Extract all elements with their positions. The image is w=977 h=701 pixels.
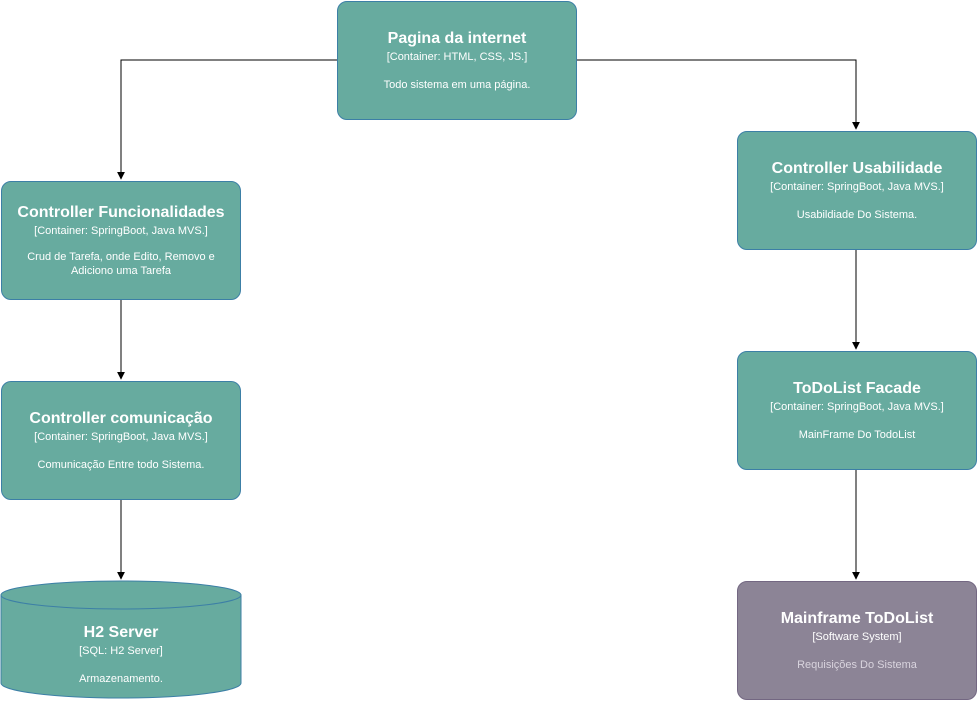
node-technology: [SQL: H2 Server] bbox=[79, 644, 163, 657]
node-pagina-da-internet[interactable]: Pagina da internet [Container: HTML, CSS… bbox=[337, 1, 577, 120]
node-description: Todo sistema em uma página. bbox=[383, 79, 531, 91]
node-h2-server-database[interactable]: H2 Server [SQL: H2 Server] Armazenamento… bbox=[0, 580, 242, 699]
node-controller-usabilidade[interactable]: Controller Usabilidade [Container: Sprin… bbox=[737, 131, 977, 250]
node-title: Controller comunicação bbox=[29, 410, 213, 427]
node-technology: [Container: HTML, CSS, JS.] bbox=[386, 51, 528, 63]
node-title: Mainframe ToDoList bbox=[780, 610, 934, 627]
node-controller-funcionalidades[interactable]: Controller Funcionalidades [Container: S… bbox=[1, 181, 241, 300]
node-description: MainFrame Do TodoList bbox=[798, 429, 916, 441]
node-title: Controller Funcionalidades bbox=[17, 204, 225, 221]
node-controller-comunicacao[interactable]: Controller comunicação [Container: Sprin… bbox=[1, 381, 241, 500]
node-title: Controller Usabilidade bbox=[771, 160, 943, 177]
node-description: Usabildiade Do Sistema. bbox=[796, 209, 918, 221]
node-technology: [Software System] bbox=[812, 631, 902, 643]
node-title: Pagina da internet bbox=[387, 30, 527, 47]
node-description: Armazenamento. bbox=[79, 672, 163, 685]
edge-pagina-to-func bbox=[117, 59, 337, 180]
node-technology: [Container: SpringBoot, Java MVS.] bbox=[34, 225, 208, 237]
node-title: ToDoList Facade bbox=[793, 380, 921, 397]
edge-pagina-to-usab bbox=[577, 59, 860, 130]
node-description: Comunicação Entre todo Sistema. bbox=[37, 459, 205, 471]
node-technology: [Container: SpringBoot, Java MVS.] bbox=[34, 431, 208, 443]
node-title: H2 Server bbox=[83, 623, 159, 641]
node-description: Crud de Tarefa, onde Edito, Removo e Adi… bbox=[27, 251, 215, 277]
node-technology: [Container: SpringBoot, Java MVS.] bbox=[770, 181, 944, 193]
node-description: Requisições Do Sistema bbox=[797, 659, 917, 671]
node-mainframe-todolist[interactable]: Mainframe ToDoList [Software System] Req… bbox=[737, 581, 977, 700]
database-cylinder-icon bbox=[0, 580, 242, 699]
node-todolist-facade[interactable]: ToDoList Facade [Container: SpringBoot, … bbox=[737, 351, 977, 470]
node-technology: [Container: SpringBoot, Java MVS.] bbox=[770, 401, 944, 413]
